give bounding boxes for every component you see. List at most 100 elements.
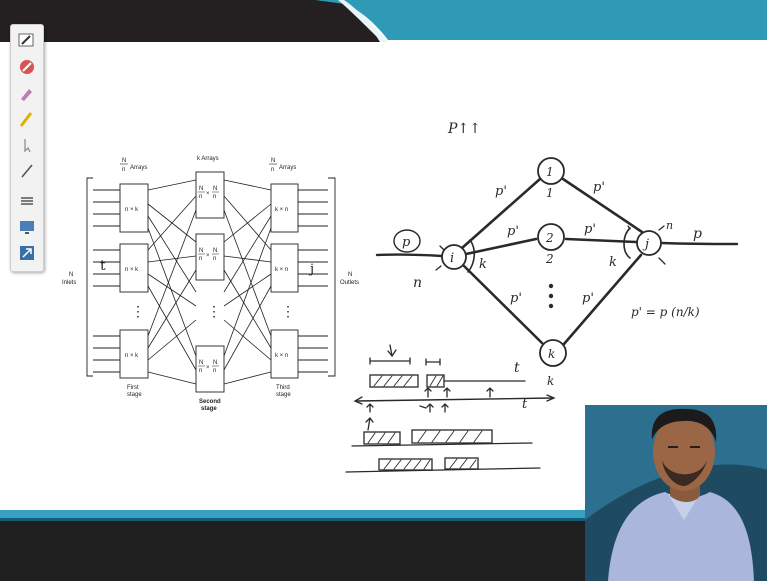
input-p-label: p (402, 235, 411, 250)
outlet-lines (298, 189, 328, 373)
node-1-label: 1 (546, 165, 554, 179)
pointer-icon[interactable] (17, 135, 37, 155)
n-right-label: n (666, 219, 673, 232)
stage1-stage2-links (147, 179, 197, 385)
node-j (636, 230, 662, 256)
stage1-header-n-bottom: n (122, 167, 125, 173)
clos-labels: N n Arrays k Arrays N n Arrays n × k n ×… (62, 156, 359, 412)
svg-text:×: × (206, 191, 210, 197)
inlets-bracket (86, 177, 93, 377)
inlets-n: N (69, 272, 73, 278)
line-icon[interactable] (17, 161, 37, 181)
p-prime-2-j: p' (584, 222, 596, 237)
hand-j-annotation: j (308, 262, 314, 277)
stage2-box-2 (195, 233, 225, 281)
svg-text:N: N (213, 360, 217, 366)
span-marker-1 (369, 357, 411, 365)
svg-text:N: N (199, 360, 203, 366)
ellipsis-dot-3 (548, 303, 554, 309)
busy-block-1 (369, 374, 419, 388)
outlets-bracket (328, 177, 336, 377)
outlets-label: Outlets (340, 280, 359, 286)
output-link (660, 241, 739, 246)
presenter-hair (651, 408, 717, 442)
highlighter-icon[interactable] (17, 83, 37, 103)
n-left-label: n (413, 275, 422, 291)
export-icon[interactable] (17, 243, 37, 263)
header-divider (338, 0, 388, 42)
stage3-box-1 (270, 183, 299, 233)
handwritten-network (375, 157, 739, 367)
handwritten-labels: P↑↑ i 1 2 k j 1 2 k p p n n k k p' p' p'… (402, 121, 702, 388)
p-prime-1-j: p' (593, 180, 605, 195)
stage1-box-1 (119, 183, 149, 233)
svg-text:n: n (199, 368, 202, 374)
svg-text:N: N (213, 248, 217, 254)
stage1-box-2 (119, 243, 149, 293)
ellipsis-dot-2 (548, 293, 554, 299)
stage3-header-n-top: N (271, 158, 275, 164)
eraser-icon[interactable] (17, 57, 37, 77)
input-link (375, 253, 444, 258)
presenter-shirt (608, 492, 754, 581)
middle-time-line (351, 442, 533, 447)
svg-text:n: n (213, 256, 216, 262)
svg-text:n: n (199, 256, 202, 262)
span-marker-2 (425, 358, 441, 366)
annotation-toolbar (10, 24, 44, 272)
menu-icon[interactable] (17, 191, 37, 211)
stage3-box-2 (270, 243, 299, 293)
node-k (539, 339, 567, 367)
stage2-header: k Arrays (197, 156, 219, 162)
node-j-label: j (642, 237, 649, 252)
k-right-label: k (609, 255, 617, 270)
timeline-t-top: t (514, 360, 520, 376)
svg-text:N: N (199, 248, 203, 254)
second-stage-label-1: Second (199, 399, 221, 405)
header-teal-swoosh (315, 0, 767, 40)
header-dark-swoosh (0, 0, 380, 42)
stage2-box-2-label: N n × N n (198, 248, 219, 262)
node-k-sublabel: k (547, 374, 554, 388)
input-p-circle (393, 229, 421, 253)
stage1-box-1-label: n × k (125, 207, 139, 213)
stage3-box-3 (270, 329, 299, 379)
marker-icon[interactable] (17, 109, 37, 129)
stage1-box-3 (119, 329, 149, 379)
k-left-label: k (479, 257, 487, 272)
pen-icon[interactable] (17, 31, 37, 51)
second-stage-label-2: stage (201, 406, 217, 412)
p-prime-i-1: p' (495, 184, 507, 199)
first-stage-label-1: First (127, 385, 139, 391)
busy-block-6 (444, 457, 479, 470)
stage1-header-arrays: Arrays (130, 165, 147, 171)
outlets-n: N (348, 272, 352, 278)
stage3-header-n-bottom: n (271, 167, 274, 173)
top-mark: P↑↑ (447, 121, 481, 137)
link-k-j (562, 253, 643, 346)
link-i-k (460, 262, 544, 345)
time-axis (355, 397, 554, 402)
node-1 (537, 157, 565, 185)
inlet-lines (93, 189, 120, 373)
link-i-1 (460, 177, 542, 250)
ellipsis-dot-1 (548, 283, 554, 289)
stage1-ellipsis: ⋮ (131, 303, 145, 319)
node-1-sublabel: 1 (546, 186, 554, 200)
link-2-j (564, 237, 638, 244)
node-i-label: i (450, 251, 454, 266)
screen-icon[interactable] (17, 217, 37, 237)
header-band (0, 0, 767, 42)
stage3-box-3-label: k × n (275, 353, 288, 359)
node-2-label: 2 (545, 231, 554, 245)
p-prime-i-2: p' (507, 224, 519, 239)
inlets-label: Inlets (62, 280, 76, 286)
stage2-box-3-label: N n × N n (198, 360, 219, 374)
presenter-video (585, 405, 767, 581)
third-stage-label-2: stage (276, 392, 291, 398)
node-k-label: k (548, 347, 555, 361)
svg-text:N: N (199, 186, 203, 192)
timeline-t-axis: t (522, 397, 528, 412)
fanin-arc-j (623, 227, 631, 259)
